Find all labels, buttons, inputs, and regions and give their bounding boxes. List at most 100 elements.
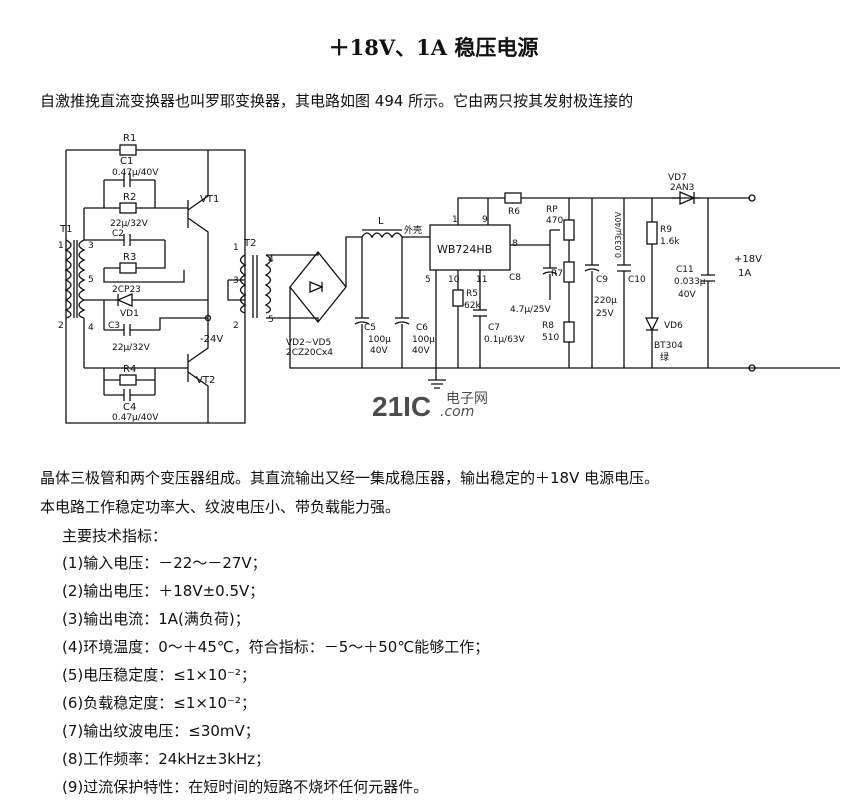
t1-pin-1: 1 — [58, 241, 64, 251]
label-neg24v: -24V — [200, 334, 223, 345]
label-c11: C11 — [676, 265, 694, 275]
resistor-r5 — [452, 289, 464, 307]
output-stage: C9 220μ 25V C10 0.033μ/40V R9 1.6k VD6 B… — [584, 173, 762, 372]
spec-item: (3)输出电流：1A(满负荷)； — [62, 610, 250, 628]
label-r2: R2 — [123, 192, 136, 203]
t1-pin-3: 3 — [88, 241, 94, 251]
spec-item: (1)输入电压：－22～－27V； — [62, 554, 267, 572]
label-c9-val2: 25V — [596, 309, 614, 319]
label-vd6-value: BT304 — [654, 341, 683, 351]
resistor-r2 — [119, 202, 137, 214]
resistor-r8 — [563, 321, 575, 343]
ic-pin-11: 11 — [476, 275, 487, 285]
spec-item: (8)工作频率：24kHz±3kHz； — [62, 750, 271, 768]
label-c11-val1: 0.033μ — [674, 277, 706, 287]
watermark-sub1: 电子网 — [446, 391, 488, 407]
spec-item: (5)电压稳定度：≤1×10⁻²； — [62, 666, 256, 684]
body-paragraph-1: 晶体三极管和两个变压器组成。其直流输出又经一集成稳压器，输出稳定的＋18V 电源… — [40, 469, 660, 487]
intro-paragraph: 自激推挽直流变换器也叫罗耶变换器，其电路如图 494 所示。它由两只按其发射极连… — [40, 92, 634, 110]
label-c4: C4 — [123, 402, 136, 413]
spec-item: (9)过流保护特性：在短时间的短路不烧坏任何元器件。 — [62, 778, 429, 796]
label-r2-value: 22μ/32V — [110, 219, 149, 229]
label-r6: R6 — [508, 207, 520, 217]
ic-pin-1: 1 — [452, 215, 458, 225]
label-r1: R1 — [123, 133, 136, 144]
label-r7: R7 — [551, 269, 563, 279]
transformer-t2: T2 1 3 2 4 5 — [227, 238, 274, 331]
t2-pin-1: 1 — [233, 243, 239, 253]
label-c3-value: 22μ/32V — [112, 343, 151, 353]
label-vd7: VD7 — [668, 173, 687, 183]
label-c5-val1: 100μ — [368, 335, 391, 345]
t2-pin-5: 5 — [268, 315, 274, 325]
label-c7: C7 — [488, 323, 500, 333]
label-t2: T2 — [243, 238, 256, 249]
label-rp-value: 470 — [546, 216, 563, 226]
label-c6-val2: 40V — [412, 346, 430, 356]
label-r3: R3 — [123, 252, 136, 263]
label-r4: R4 — [123, 364, 136, 375]
ic-pin-10: 10 — [448, 275, 460, 285]
body-paragraph-2: 本电路工作稳定功率大、纹波电压小、带负载能力强。 — [40, 498, 401, 516]
label-c9-val1: 220μ — [594, 296, 617, 306]
spec-item: (2)输出电压：＋18V±0.5V； — [62, 582, 265, 600]
output-terminal-positive — [748, 194, 756, 202]
label-c9: C9 — [596, 275, 608, 285]
label-r9-value: 1.6k — [660, 237, 680, 247]
label-l: L — [378, 216, 384, 227]
ic-pin-5: 5 — [425, 275, 431, 285]
label-out-current: 1A — [738, 268, 751, 279]
spec-heading: 主要技术指标： — [62, 527, 168, 545]
page-title: ＋18V、1A 稳压电源 — [328, 35, 539, 60]
resistor-r6 — [504, 192, 522, 204]
label-c1: C1 — [120, 156, 133, 167]
ic-wb724hb — [429, 224, 511, 271]
label-c7-value: 0.1μ/63V — [484, 335, 526, 345]
label-r5: R5 — [466, 289, 478, 299]
resistor-r9 — [646, 221, 658, 245]
converter-stage: R1 C1 0.47μ/40V R2 22μ/32V VT1 T1 1 2 3 … — [58, 133, 246, 424]
watermark-sub2: .com — [440, 404, 474, 420]
label-c10-value: 0.033μ/40V — [614, 211, 623, 258]
label-ic: WB724HB — [437, 243, 492, 256]
watermark-main: 21IC — [372, 391, 431, 422]
t2-pin-2: 2 — [233, 321, 239, 331]
watermark-21ic: 21IC 电子网 .com — [372, 391, 488, 422]
label-c4-value: 0.47μ/40V — [112, 413, 159, 423]
resistor-r1 — [119, 144, 137, 156]
spec-item: (4)环境温度：0～＋45℃，符合指标：－5～＋50℃能够工作； — [62, 638, 490, 656]
label-c8: C8 — [509, 273, 521, 283]
label-c2: C2 — [112, 229, 124, 239]
spec-item: (6)负载稳定度：≤1×10⁻²； — [62, 694, 256, 712]
label-r8-value: 510 — [542, 333, 559, 343]
label-vt2: VT2 — [196, 375, 215, 386]
label-out-voltage: +18V — [734, 254, 762, 265]
t1-pin-5: 5 — [88, 275, 94, 285]
label-c5-val2: 40V — [370, 346, 388, 356]
label-c11-val2: 40V — [678, 290, 696, 300]
ic-pin-9: 9 — [482, 215, 488, 225]
label-c5: C5 — [364, 323, 376, 333]
label-r8: R8 — [542, 321, 554, 331]
output-terminal-negative — [748, 364, 756, 372]
label-c8-value: 4.7μ/25V — [510, 305, 552, 315]
potentiometer-rp — [563, 219, 575, 241]
label-vd7-value: 2AN3 — [670, 183, 694, 193]
resistor-r7 — [563, 261, 575, 283]
label-vd-value: 2CZ20Cx4 — [286, 348, 333, 358]
resistor-r3 — [119, 262, 137, 274]
label-vd6: VD6 — [664, 321, 683, 331]
label-c6-val1: 100μ — [412, 335, 435, 345]
label-vd6-color: 绿 — [660, 351, 669, 363]
regulator-ic: WB724HB 1 9 8 5 10 11 R6 R5 62k C7 0.1μ/… — [425, 192, 700, 368]
label-2cp23: 2CP23 — [112, 285, 141, 295]
label-vd2-vd5: VD2~VD5 — [286, 338, 331, 348]
label-c1-value: 0.47μ/40V — [112, 168, 159, 178]
t1-pin-4: 4 — [88, 323, 94, 333]
lc-filter: L 外壳 C5 100μ 40V C6 100μ 40V — [354, 216, 446, 389]
label-rp: RP — [546, 205, 558, 215]
t2-pin-4: 4 — [268, 255, 274, 265]
t1-pin-2: 2 — [58, 321, 64, 331]
label-c3: C3 — [108, 321, 120, 331]
